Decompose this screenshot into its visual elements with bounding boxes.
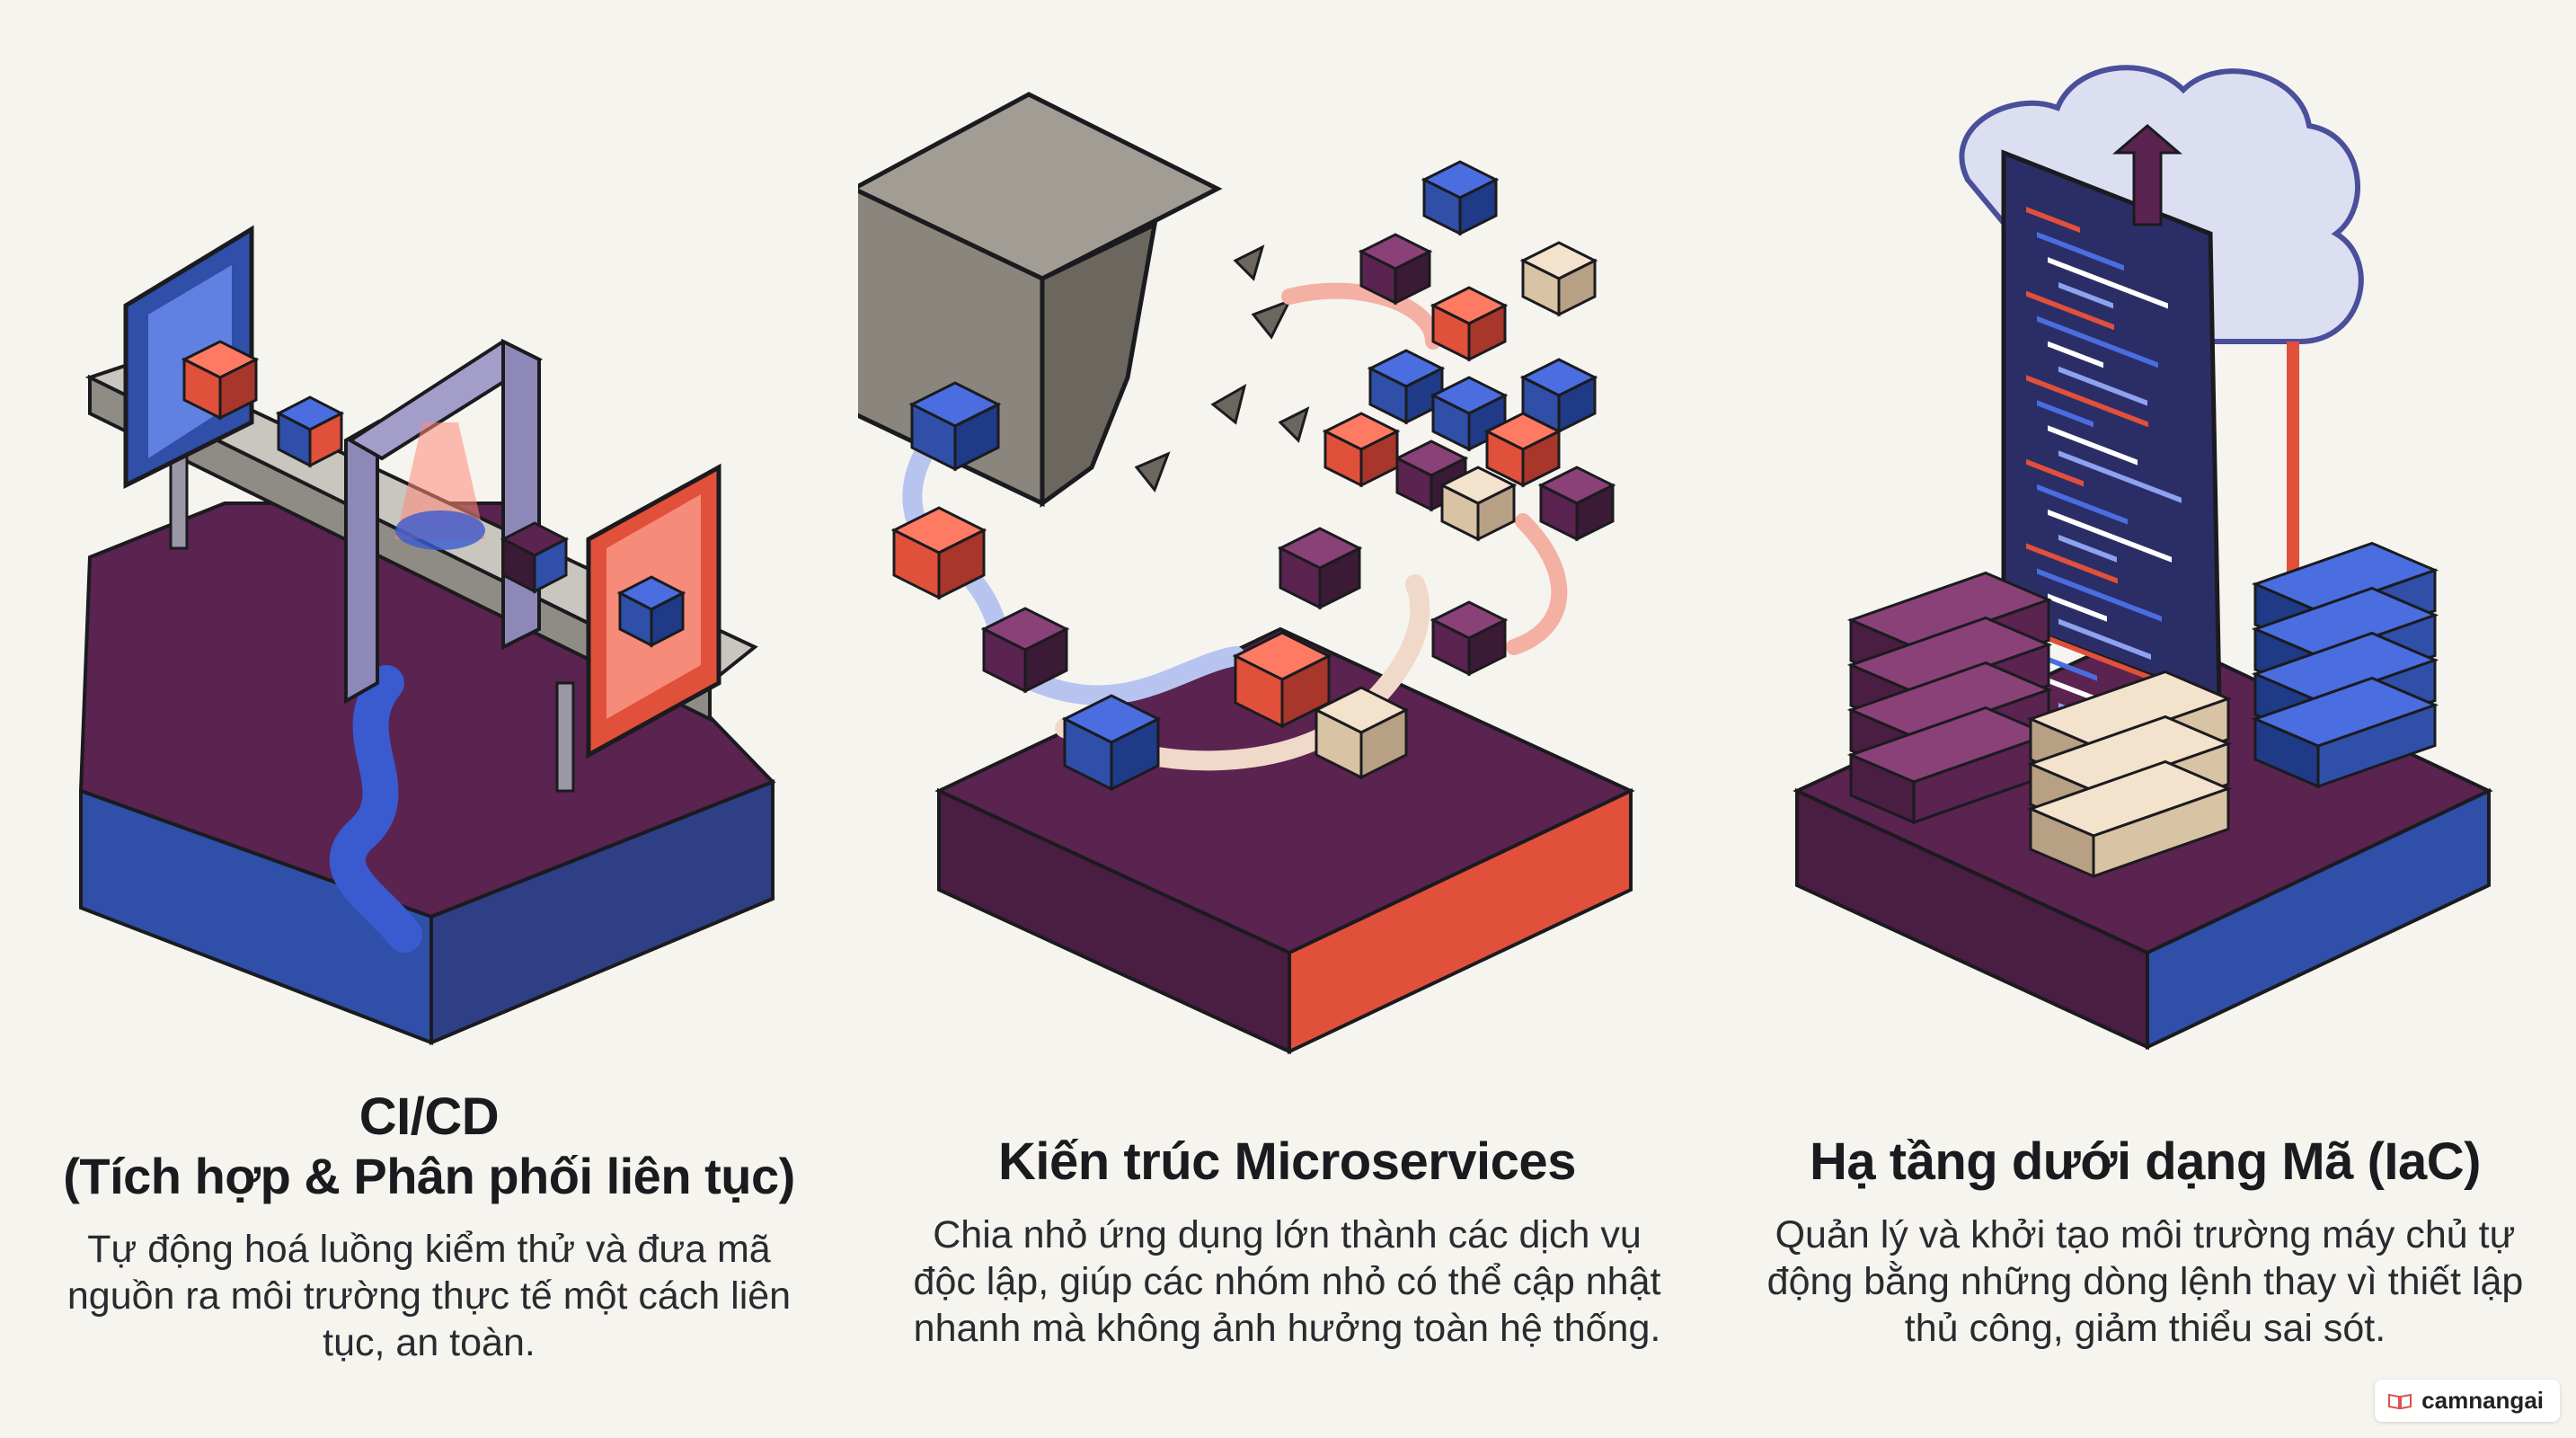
- micro-platform-right: [1288, 787, 1633, 1055]
- scanner-beam: [395, 422, 485, 539]
- panel-cicd: CI/CD (Tích hợp & Phân phối liên tục) Tự…: [0, 0, 858, 1438]
- service-cube: [890, 506, 987, 600]
- service-cube: [1438, 466, 1518, 542]
- stone-shard: [1210, 383, 1247, 425]
- service-cube: [1519, 241, 1598, 317]
- panel-title: Kiến trúc Microservices: [998, 1132, 1576, 1191]
- code-line: [2048, 425, 2138, 466]
- service-cube: [1061, 694, 1162, 792]
- code-box-icon: [181, 340, 260, 421]
- code-line: [2026, 206, 2080, 234]
- cicd-illustration: [78, 225, 776, 1046]
- panel-iac: Hạ tầng dưới dạng Mã (IaC) Quản lý và kh…: [1716, 0, 2574, 1438]
- conveyor-leg: [555, 681, 575, 793]
- book-icon: [2388, 1393, 2412, 1409]
- iac-illustration: [1793, 65, 2493, 1051]
- service-link: [1281, 282, 1441, 350]
- service-cube: [1358, 233, 1433, 306]
- panel-microservices: Kiến trúc Microservices Chia nhỏ ứng dụn…: [858, 0, 1716, 1438]
- code-line: [2058, 366, 2147, 406]
- service-cube: [908, 381, 1002, 472]
- iac-caption: Hạ tầng dưới dạng Mã (IaC) Quản lý và kh…: [1716, 1132, 2574, 1352]
- code-line: [2058, 282, 2113, 309]
- microservices-illustration: [858, 92, 1635, 1055]
- code-line: [2048, 509, 2172, 563]
- panel-description: Quản lý và khởi tạo môi trường máy chủ t…: [1766, 1213, 2524, 1350]
- code-line: [2026, 543, 2118, 584]
- service-cube: [1483, 412, 1562, 488]
- cicd-stream: [329, 665, 422, 953]
- code-box-icon: [275, 395, 345, 468]
- title-sub: (Tích hợp & Phân phối liên tục): [63, 1148, 795, 1204]
- code-line: [2026, 458, 2084, 487]
- panel-title: CI/CD (Tích hợp & Phân phối liên tục): [0, 1087, 858, 1206]
- stone-shard: [1233, 244, 1265, 281]
- deploy-line: [2287, 342, 2299, 584]
- code-line: [2026, 290, 2114, 331]
- code-line: [2037, 652, 2097, 681]
- panel-title: Hạ tầng dưới dạng Mã (IaC): [1810, 1132, 2481, 1191]
- stone-shard: [1134, 451, 1171, 493]
- server-unit: [2026, 759, 2233, 879]
- code-line: [2037, 484, 2128, 525]
- watermark-label: camnangai: [2421, 1387, 2544, 1414]
- scanner-arch: [344, 419, 379, 705]
- server-unit: [2251, 676, 2439, 789]
- upload-arrow-icon: [2111, 124, 2183, 226]
- server-unit: [1846, 706, 2053, 825]
- microservices-caption: Kiến trúc Microservices Chia nhỏ ứng dụn…: [858, 1132, 1716, 1352]
- iac-platform-right: [2146, 787, 2491, 1051]
- code-line: [2058, 618, 2151, 660]
- cicd-platform-right: [429, 779, 775, 1046]
- service-cube: [1277, 527, 1363, 610]
- stone-shard: [1251, 298, 1293, 340]
- cicd-caption: CI/CD (Tích hợp & Phân phối liên tục) Tự…: [0, 1087, 858, 1366]
- code-box-icon: [616, 575, 686, 648]
- panel-description: Tự động hoá luồng kiểm thử và đưa mã ngu…: [66, 1228, 792, 1364]
- service-cube: [1421, 160, 1500, 236]
- code-line: [2037, 568, 2162, 622]
- code-line: [2037, 315, 2158, 368]
- panel-description: Chia nhỏ ứng dụng lớn thành các dịch vụ …: [913, 1213, 1661, 1350]
- code-box-icon: [500, 521, 570, 594]
- code-line: [2048, 257, 2168, 309]
- service-cube: [1430, 286, 1509, 362]
- code-line: [2048, 341, 2103, 368]
- code-line: [2026, 627, 2152, 681]
- service-cube: [980, 607, 1070, 694]
- code-line: [2048, 593, 2107, 622]
- service-cube: [1367, 349, 1446, 425]
- service-cube: [1322, 412, 1401, 488]
- service-link: [1506, 513, 1568, 655]
- service-cube: [1430, 600, 1509, 677]
- code-line: [2058, 534, 2117, 563]
- watermark-badge: camnangai: [2375, 1380, 2560, 1422]
- stone-shard: [1278, 406, 1310, 443]
- code-line: [2026, 375, 2148, 428]
- code-line: [2037, 232, 2124, 271]
- service-cube: [1313, 686, 1410, 780]
- code-line: [2037, 400, 2094, 428]
- code-line: [2058, 450, 2182, 503]
- title-main: CI/CD: [359, 1087, 500, 1146]
- service-cube: [1537, 466, 1616, 542]
